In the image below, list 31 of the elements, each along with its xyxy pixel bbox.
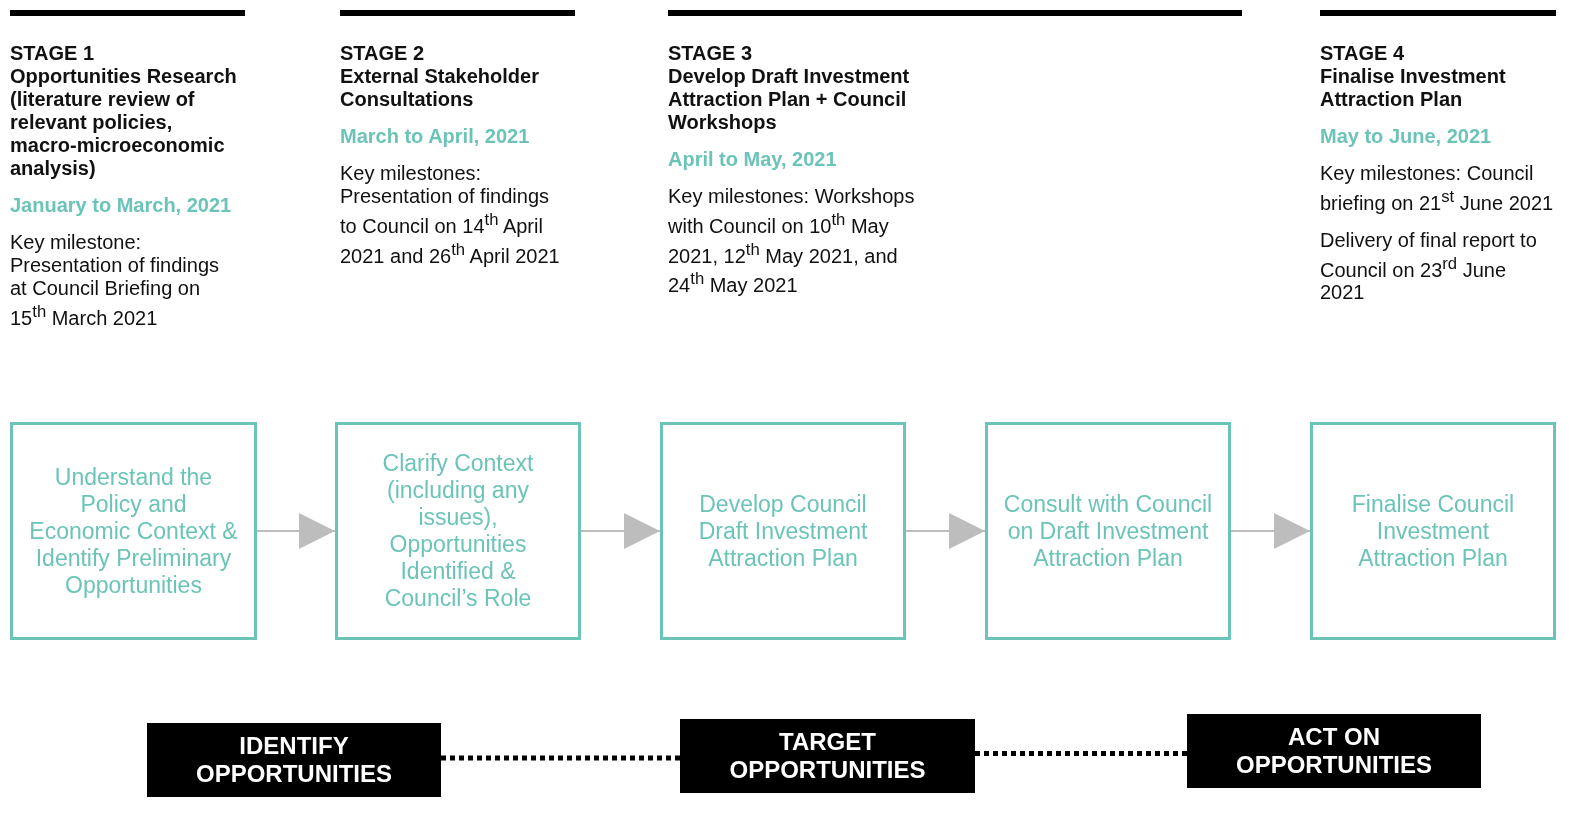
date-range: May to June, 2021 [1320,125,1493,148]
stage-title: Finalise Investment Attraction Plan [1320,65,1507,111]
dotted-connector [975,751,1187,756]
stage-number: STAGE 2 [340,42,426,65]
process-box: Finalise Council Investment Attraction Plan [1310,422,1556,640]
milestone-text: Delivery of final report to Council on 23$^{rd}$ June 2021 [1320,228,1538,305]
process-box: Understand the Policy and Economic Context & Identify Preliminary Opportunities [10,422,257,640]
process-box: Clarify Context (including any issues), Opportunities Identified & Council’s Role [335,422,581,640]
stage-number: STAGE 4 [1320,42,1406,65]
milestone-text: Key milestones: Presentation of findings to Council on 14$^{th}$ April 2021 and 26$^{th}$ April 2021 [340,162,561,268]
arrow [905,513,986,549]
arrow [256,513,336,549]
arrow [580,513,661,549]
stage-title: Opportunities Research (literature review of relevant policies, macro-microeconomic analysis) [10,65,238,180]
stage-number: STAGE 1 [10,42,96,65]
milestone-text: Key milestones: Workshops with Council on 10$^{th}$ May 2021, 12$^{th}$ May 2021, and 24$^{th}$ May 2021 [668,185,916,297]
milestone-text: Key milestones: Council briefing on 21$^{st}$ June 2021 [1320,162,1555,215]
arrow [1230,513,1311,549]
stage-number: STAGE 3 [668,42,754,65]
process-box: Develop Council Draft Investment Attraction Plan [660,422,906,640]
milestone-text: Key milestone: Presentation of findings at Council Briefing on 15$^{th}$ March 2021 [10,231,221,330]
date-range: January to March, 2021 [10,194,233,217]
phase-banner: TARGET OPPORTUNITIES [680,719,975,793]
stage-title: External Stakeholder Consultations [340,65,540,111]
stage-title: Develop Draft Investment Attraction Plan + Council Workshops [668,65,911,134]
phase-banner: IDENTIFY OPPORTUNITIES [147,723,441,797]
date-range: March to April, 2021 [340,125,531,148]
date-range: April to May, 2021 [668,148,838,171]
phase-banner: ACT ON OPPORTUNITIES [1187,714,1481,788]
process-box: Consult with Council on Draft Investment Attraction Plan [985,422,1231,640]
dotted-connector [441,755,680,761]
